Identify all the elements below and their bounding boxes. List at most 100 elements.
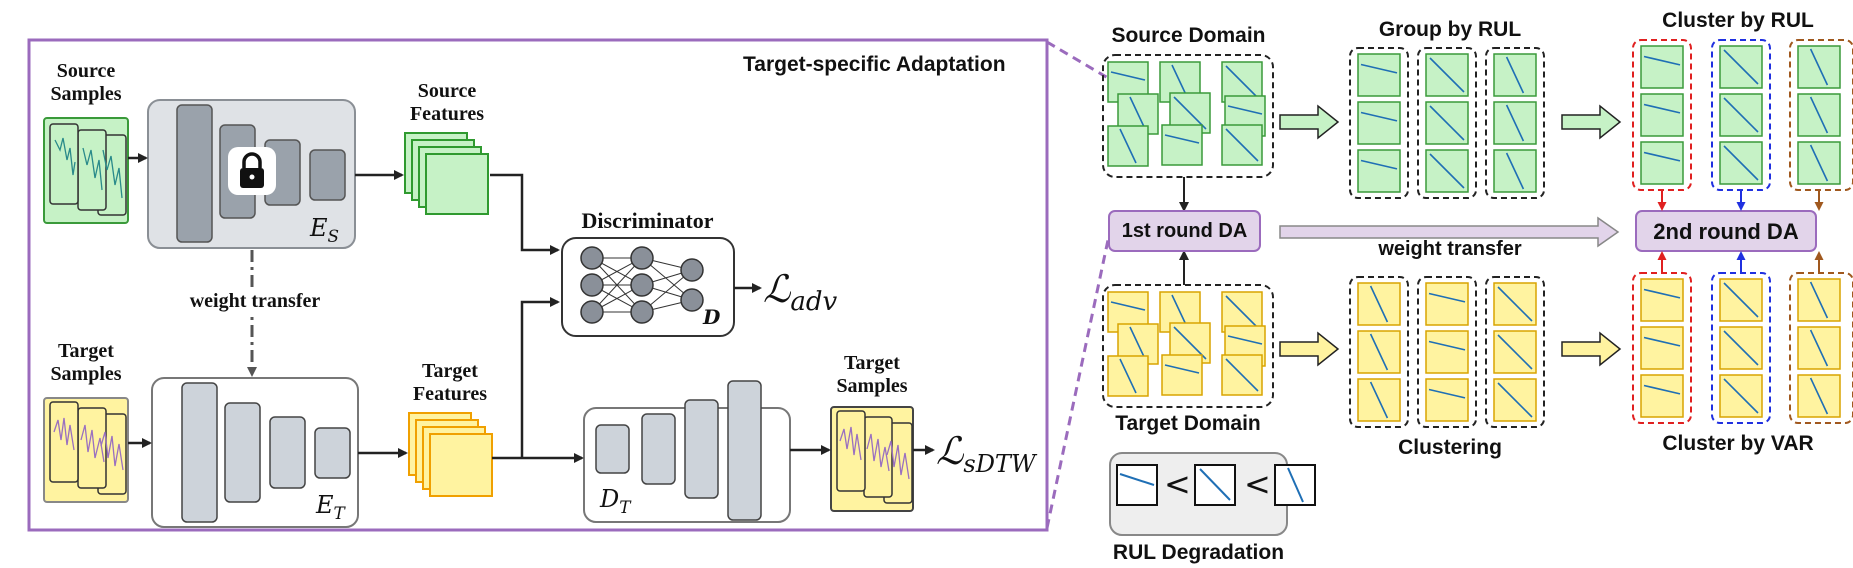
grouped-source-square: [1425, 149, 1469, 193]
grouped-columns: [1349, 39, 1853, 428]
source-samples-label: Source Samples: [50, 60, 122, 105]
clustered-target-square: [1493, 378, 1537, 422]
weight-transfer-right-label: weight transfer: [1378, 238, 1522, 260]
cluster-by-rul-label: Cluster by RUL: [1662, 9, 1814, 32]
cluster-by-var-label: Cluster by VAR: [1662, 432, 1814, 455]
source-features-label: Source Features: [409, 80, 485, 125]
group-column-frame: [1789, 272, 1853, 424]
cluster-rul-square: [1640, 141, 1684, 185]
target-sample-square: [1221, 354, 1263, 396]
group-by-rul-label: Group by RUL: [1378, 18, 1522, 41]
group-to-cluster-arrow: [1561, 104, 1622, 140]
grouped-source-square: [1493, 101, 1537, 145]
cluster-rul-square: [1719, 93, 1763, 137]
second-round-da-label: 2nd round DA: [1653, 219, 1799, 244]
cluster-rul-square: [1797, 141, 1841, 185]
target-sample-square: [1161, 354, 1203, 396]
source-domain-samples: [1107, 61, 1266, 167]
grouped-source-square: [1357, 149, 1401, 193]
target-samples-output-stack: [830, 406, 914, 512]
cluster-var-square: [1719, 374, 1763, 418]
panel-title: Target-specific Adaptation: [743, 53, 1006, 76]
encoder-t-block: [151, 377, 359, 528]
rul-degradation-label: RUL Degradation: [1112, 541, 1285, 564]
cluster-rul-square: [1719, 141, 1763, 185]
zoom-line-bottom: [1045, 239, 1110, 529]
group-column-frame: [1349, 47, 1409, 199]
left-panel-arrows: [128, 153, 935, 463]
group-column-frame: [1417, 47, 1477, 199]
target-domain-label: Target Domain: [1115, 412, 1261, 435]
weight-transfer-label: weight transfer: [170, 290, 340, 313]
target-to-clustering-arrow: [1279, 331, 1340, 367]
encoder-t-symbol: ET: [316, 491, 345, 523]
clustering-label: Clustering: [1398, 436, 1502, 459]
weight-transfer-long-arrow: [1279, 216, 1620, 248]
first-round-da-box: [1108, 210, 1261, 252]
cluster-var-square: [1640, 278, 1684, 322]
source-domain-label: Source Domain: [1111, 24, 1266, 47]
source-sample-square: [1161, 124, 1203, 166]
first-round-da-label: 1st round DA: [1121, 220, 1248, 242]
cluster-var-square: [1719, 326, 1763, 370]
target-samples-stack: [43, 397, 129, 503]
cluster-rul-square: [1797, 45, 1841, 89]
loss-adv: ℒadv: [763, 267, 838, 317]
cluster-rul-square: [1640, 45, 1684, 89]
grouped-source-square: [1357, 53, 1401, 97]
clustered-target-square: [1493, 282, 1537, 326]
cluster-var-square: [1797, 278, 1841, 322]
group-column-frame: [1485, 276, 1545, 428]
clustered-target-square: [1357, 330, 1401, 374]
target-features-stack: [408, 412, 493, 497]
loss-sdtw: ℒsDTW: [936, 429, 1036, 478]
cluster-var-square: [1719, 278, 1763, 322]
target-sample-square: [1107, 355, 1149, 397]
zoom-line-top: [1046, 40, 1109, 80]
target-features-label: Target Features: [412, 360, 488, 405]
grouped-source-square: [1425, 101, 1469, 145]
grouped-source-square: [1493, 149, 1537, 193]
grouped-source-square: [1357, 101, 1401, 145]
encoder-s-symbol: ES: [310, 214, 340, 246]
target-domain-box: [1102, 284, 1274, 408]
group-column-frame: [1789, 39, 1853, 191]
group-column-frame: [1485, 47, 1545, 199]
clustered-target-square: [1357, 378, 1401, 422]
source-to-group-arrow: [1279, 104, 1340, 140]
adaptation-panel: [27, 38, 1049, 532]
cluster-var-square: [1640, 326, 1684, 370]
clustered-target-square: [1425, 378, 1469, 422]
source-sample-square: [1107, 125, 1149, 167]
group-column-frame: [1349, 276, 1409, 428]
cluster-var-square: [1640, 374, 1684, 418]
clustered-target-square: [1493, 330, 1537, 374]
group-column-frame: [1417, 276, 1477, 428]
clustering-to-cluster-arrow: [1561, 331, 1622, 367]
target-samples-output-label: Target Samples: [836, 352, 908, 397]
cluster-rul-square: [1719, 45, 1763, 89]
discriminator-label: Discriminator: [581, 208, 714, 233]
second-round-da-box: [1635, 210, 1817, 252]
source-sample-square: [1221, 124, 1263, 166]
discriminator-symbol: D: [703, 305, 721, 329]
cluster-var-square: [1797, 326, 1841, 370]
cluster-var-square: [1797, 374, 1841, 418]
clustered-target-square: [1425, 282, 1469, 326]
clustered-target-square: [1425, 330, 1469, 374]
cluster-rul-square: [1797, 93, 1841, 137]
rul-degradation-legend: [1109, 452, 1316, 536]
target-domain-samples: [1107, 291, 1266, 397]
less-than-2: <: [1244, 465, 1271, 503]
decoder-t-symbol: DT: [600, 485, 631, 517]
clustered-target-square: [1357, 282, 1401, 326]
source-samples-stack: [43, 117, 129, 224]
source-features-stack: [404, 132, 489, 215]
grouped-source-square: [1493, 53, 1537, 97]
grouped-source-square: [1425, 53, 1469, 97]
less-than-1: <: [1164, 465, 1191, 503]
source-domain-box: [1102, 54, 1274, 178]
cluster-rul-square: [1640, 93, 1684, 137]
decoder-t-block: [583, 380, 791, 523]
